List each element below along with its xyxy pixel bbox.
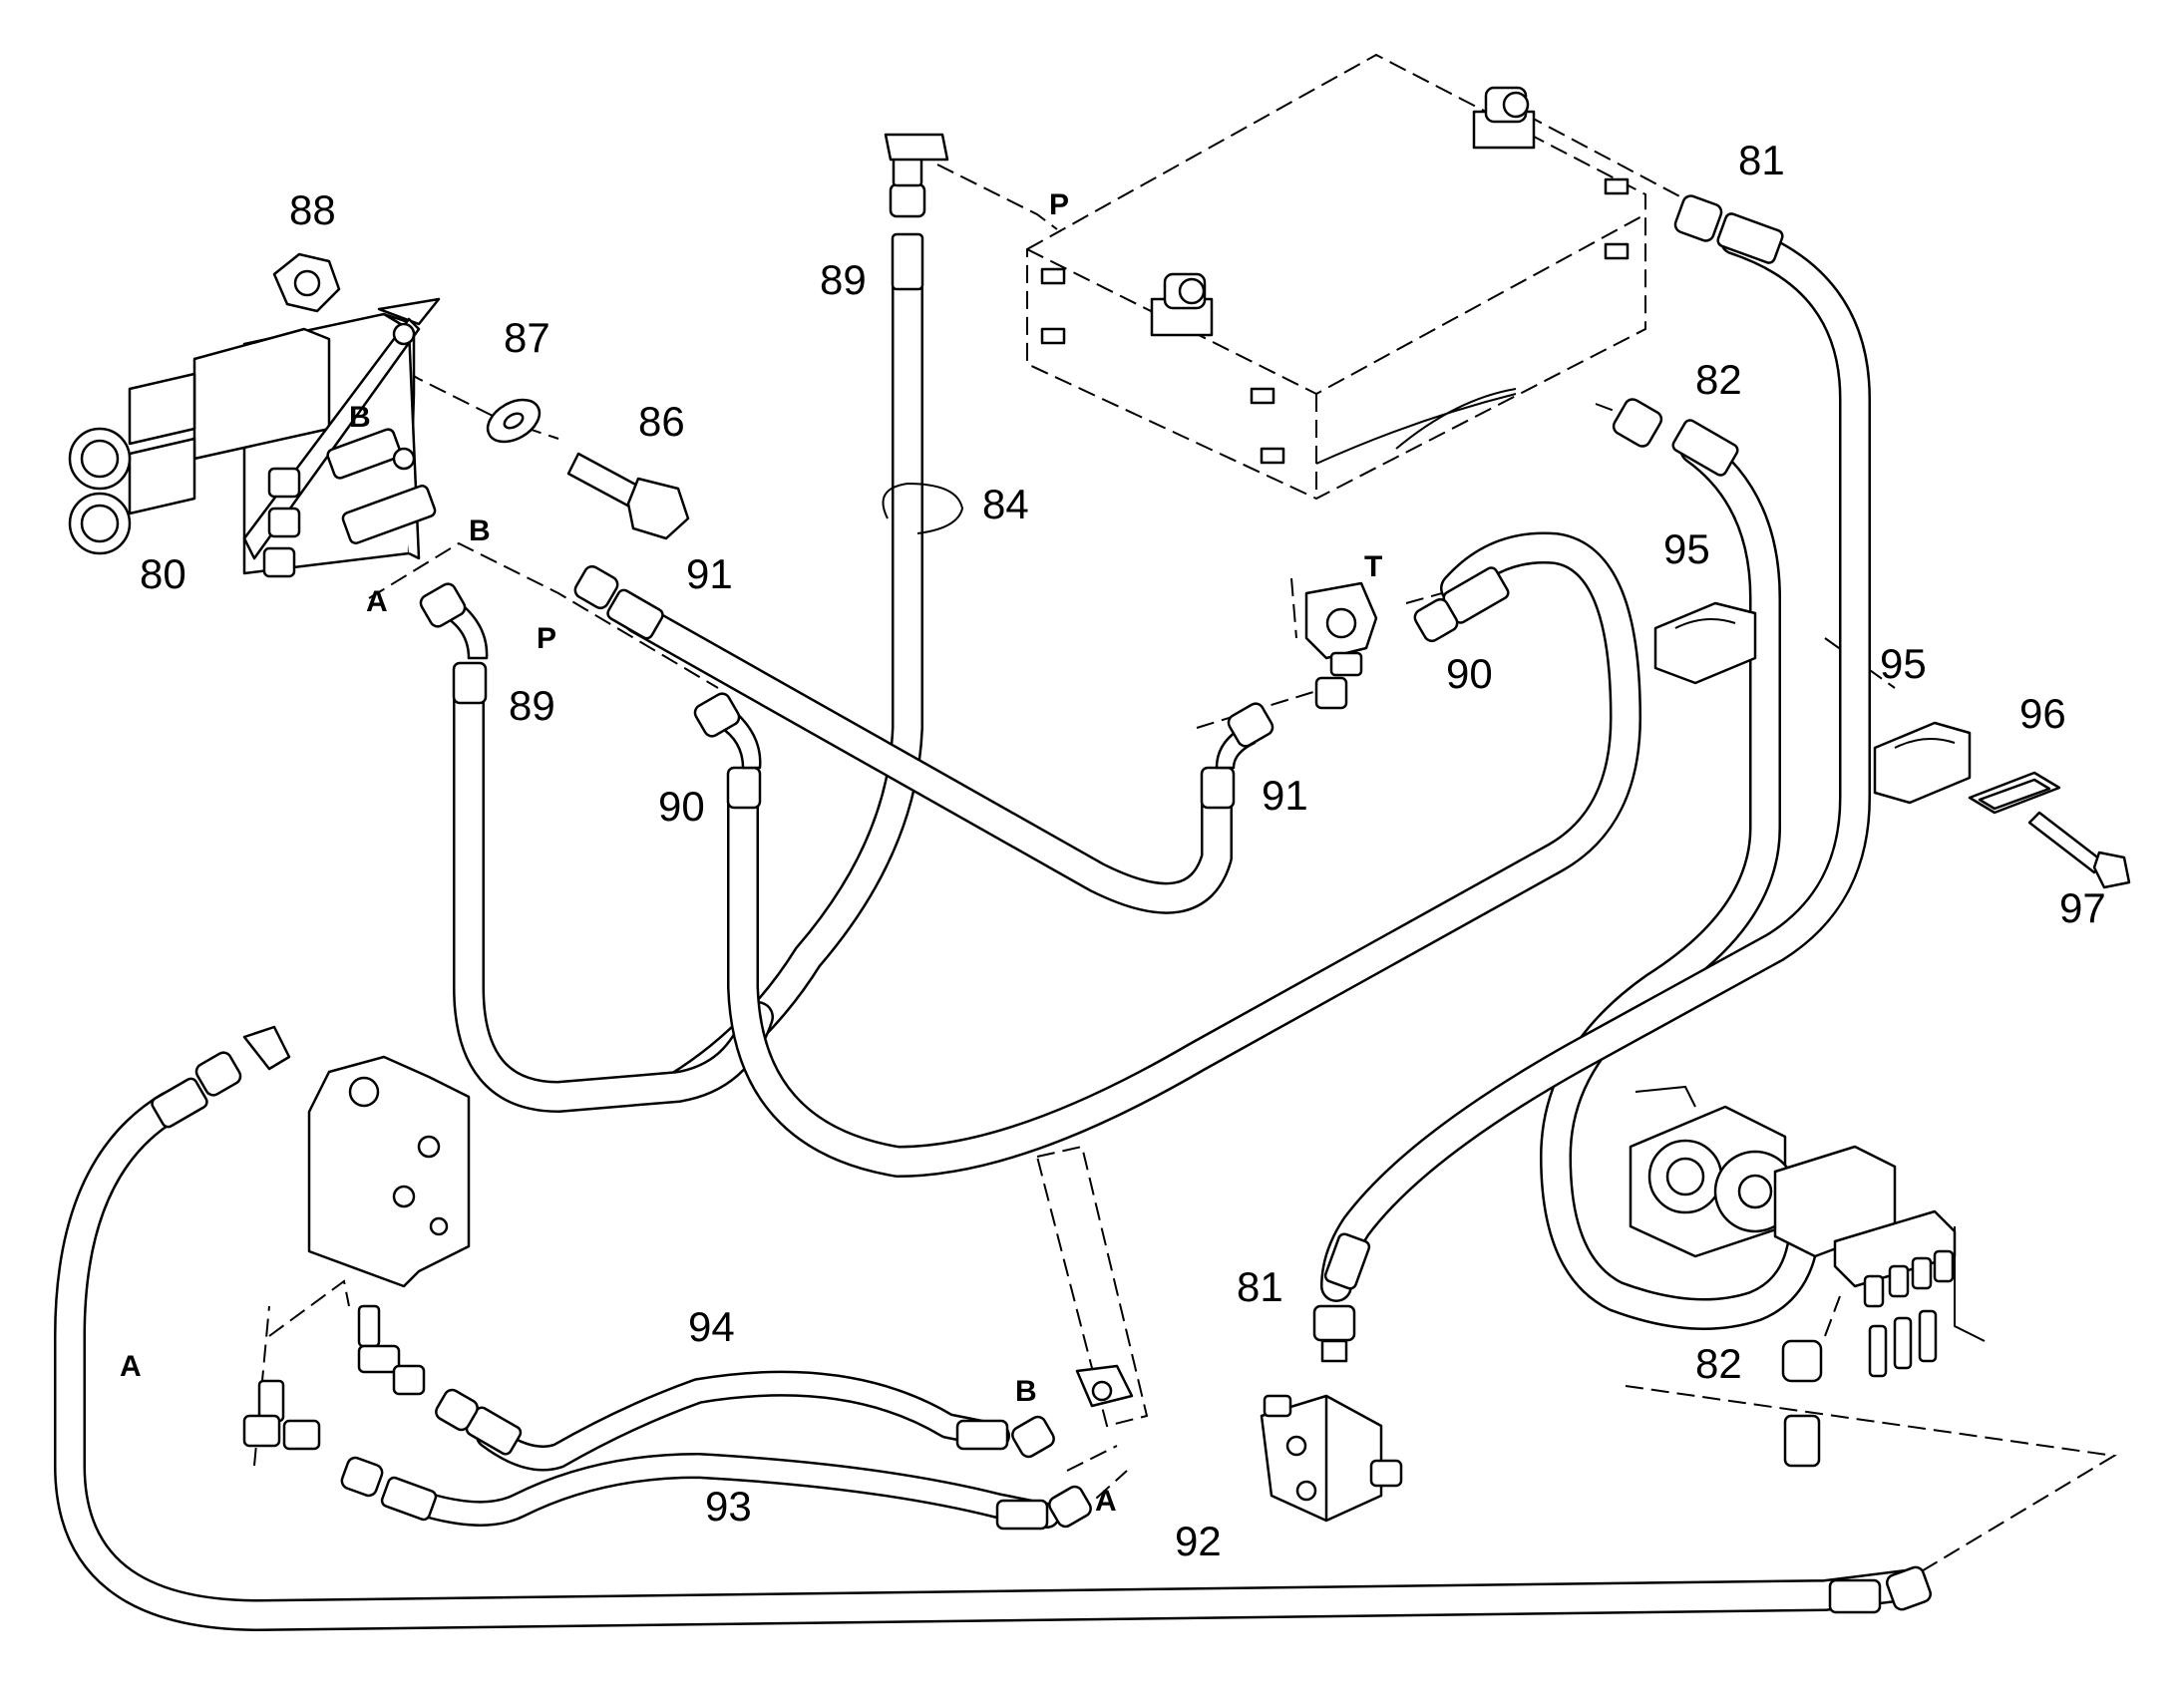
callout-91-top: 91	[686, 550, 733, 597]
port-label-t: T	[1364, 550, 1382, 583]
tank-fitting-middle	[1150, 272, 1214, 337]
tee-fitting	[1304, 581, 1378, 710]
clamp-95-bottom	[1873, 721, 1972, 805]
hose-81	[1320, 223, 1871, 1302]
callout-81-bottom: 81	[1237, 1263, 1283, 1310]
callout-96: 96	[2019, 690, 2066, 737]
clamp-95-top	[1653, 601, 1757, 685]
callout-88: 88	[289, 186, 336, 233]
tank-fitting-top	[1472, 86, 1536, 150]
callout-82-bottom: 82	[1695, 1340, 1742, 1387]
valve-block-80	[68, 297, 441, 578]
callout-84: 84	[982, 481, 1029, 527]
washer-87	[486, 398, 542, 444]
port-label-b-cylinder: B	[1015, 1375, 1037, 1408]
callout-80: 80	[140, 550, 186, 597]
plate-96	[1968, 771, 2061, 815]
circlip-84	[882, 482, 964, 534]
hose-82-upper	[1540, 433, 1821, 1330]
cylinder-outline	[1035, 1145, 1149, 1428]
hose-92	[54, 1091, 1921, 1631]
valve-81-bottom	[1260, 1394, 1403, 1523]
hose-93	[386, 1453, 1060, 1529]
callout-86: 86	[638, 398, 685, 445]
hose-fittings	[151, 133, 1933, 1614]
callout-87: 87	[504, 314, 550, 361]
hose-89-left	[453, 672, 774, 1113]
callout-81-top: 81	[1738, 137, 1785, 183]
callout-97: 97	[2059, 884, 2106, 931]
callout-90-right: 90	[1446, 650, 1493, 697]
port-label-p-tank: P	[1049, 188, 1069, 221]
motor-assembly	[1629, 1085, 1986, 1378]
hose-91	[622, 602, 1233, 914]
callout-95-right: 95	[1880, 640, 1927, 687]
port-label-a-line: A	[366, 585, 388, 618]
callout-89-top: 89	[820, 256, 867, 303]
nut-88	[272, 252, 341, 313]
callout-95-top: 95	[1663, 525, 1710, 572]
hose-90	[727, 531, 1641, 1178]
callout-93: 93	[705, 1483, 752, 1530]
port-labels: P B B A P T A B A	[120, 188, 1382, 1518]
port-label-b-valve: B	[349, 401, 371, 434]
callout-89-left: 89	[509, 682, 555, 729]
hose-94	[476, 1370, 1010, 1472]
hydraulic-tank-outline	[1026, 53, 1646, 501]
cylinder-bracket-left	[242, 1055, 471, 1451]
callout-94: 94	[688, 1303, 735, 1350]
callout-92: 92	[1175, 1518, 1222, 1564]
callout-90-left: 90	[658, 783, 705, 830]
bolt-86	[566, 452, 690, 540]
port-label-a-left: A	[120, 1350, 142, 1383]
bolt-97	[2027, 811, 2131, 889]
callout-91-right: 91	[1262, 772, 1308, 819]
callout-numbers: 80 81 81 82 82 84 86 87 88 89 89 90 90 9…	[140, 137, 2106, 1564]
callout-82-top: 82	[1695, 356, 1742, 403]
port-label-p-line: P	[537, 622, 556, 655]
port-label-b-line: B	[469, 514, 491, 547]
port-label-a-cylinder: A	[1095, 1485, 1117, 1518]
